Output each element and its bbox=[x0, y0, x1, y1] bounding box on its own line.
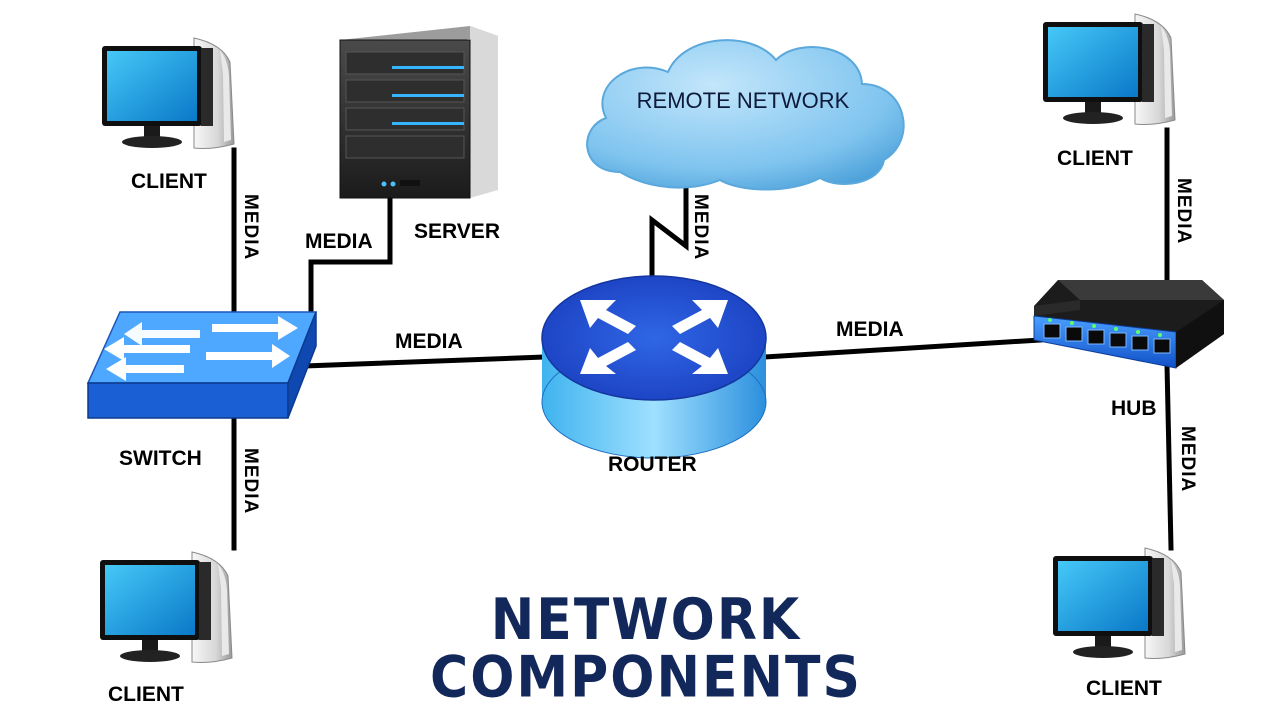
link-router-hub bbox=[762, 337, 1043, 360]
client-top-right-icon bbox=[1042, 13, 1176, 125]
media-label-cloud: MEDIA bbox=[690, 194, 711, 261]
cloud-label: REMOTE NETWORK bbox=[636, 88, 850, 113]
server-tower-icon bbox=[339, 26, 498, 199]
link-switch-router bbox=[301, 354, 548, 369]
media-label-router-hub: MEDIA bbox=[836, 318, 904, 341]
server-label: SERVER bbox=[414, 220, 500, 243]
network-hub-icon bbox=[1033, 280, 1224, 369]
cloud-icon bbox=[586, 39, 905, 191]
hub-label: HUB bbox=[1111, 397, 1157, 420]
links bbox=[231, 127, 1174, 551]
media-label-client-top-right: MEDIA bbox=[1173, 178, 1194, 245]
media-label-client-bottom-right: MEDIA bbox=[1177, 426, 1198, 493]
media-label-client-top-left: MEDIA bbox=[240, 194, 261, 261]
client-bottom-left-icon bbox=[99, 551, 233, 663]
client-bottom-right-label: CLIENT bbox=[1086, 677, 1162, 700]
link-hub-client-bottom-right bbox=[1164, 362, 1174, 551]
media-label-client-bottom-left: MEDIA bbox=[240, 448, 261, 515]
router-icon bbox=[541, 275, 767, 459]
media-label-server: MEDIA bbox=[305, 230, 373, 253]
client-top-left-icon bbox=[101, 37, 235, 149]
diagram-title: NETWORK COMPONENTS bbox=[430, 587, 862, 711]
network-switch-icon bbox=[86, 311, 318, 419]
router-label: ROUTER bbox=[608, 453, 697, 476]
link-server-switch bbox=[308, 192, 393, 323]
switch-label: SWITCH bbox=[119, 447, 202, 470]
client-top-left-label: CLIENT bbox=[131, 170, 207, 193]
media-label-switch-router: MEDIA bbox=[395, 330, 463, 353]
link-router-cloud bbox=[649, 175, 689, 281]
client-bottom-left-label: CLIENT bbox=[108, 683, 184, 706]
client-bottom-right-icon bbox=[1052, 547, 1186, 659]
client-top-right-label: CLIENT bbox=[1057, 147, 1133, 170]
